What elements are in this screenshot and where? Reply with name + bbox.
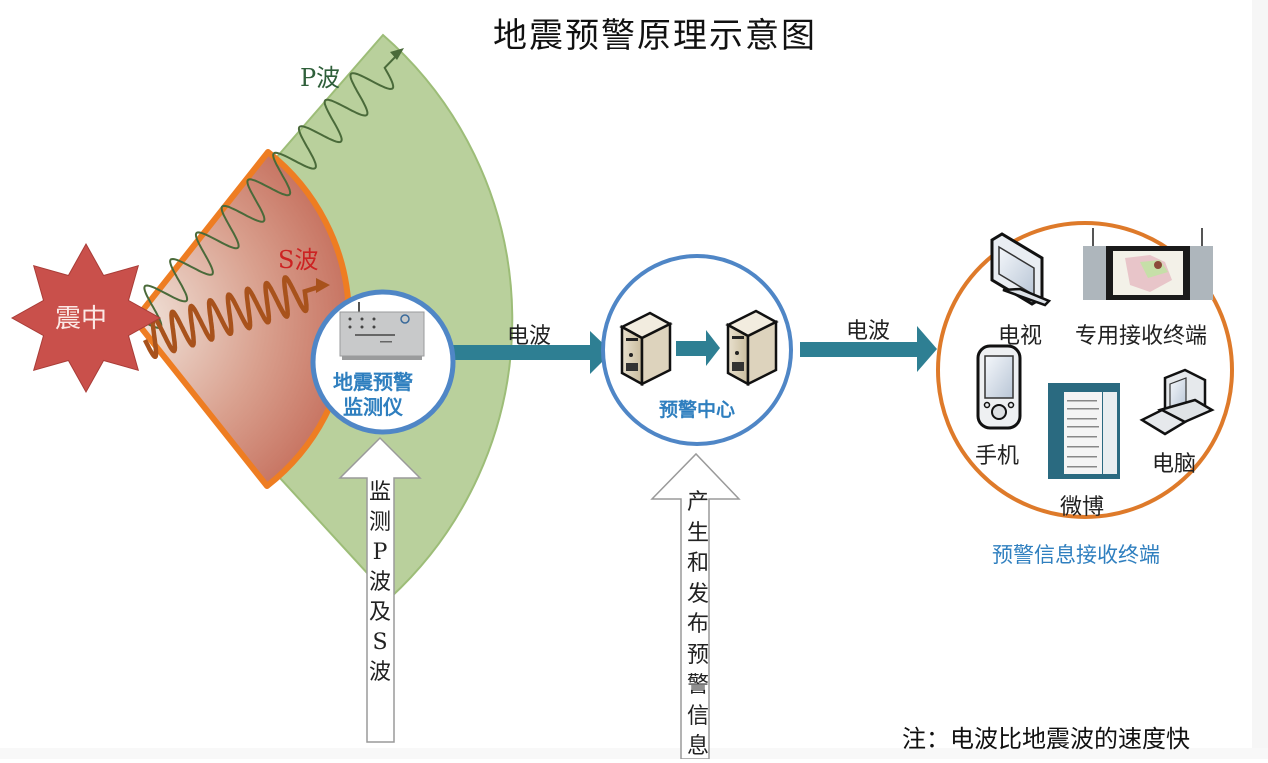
arrow-char: 测 xyxy=(368,510,391,535)
arrow-char: 和 xyxy=(686,551,709,576)
monitor-device-icon xyxy=(339,302,425,360)
epicenter-label: 震中 xyxy=(55,304,108,334)
arrow-char: P xyxy=(372,540,388,565)
bottom-edge-strip xyxy=(0,748,1268,759)
s-wave-arrowhead xyxy=(316,278,330,293)
monitor-label-line1: 地震预警 xyxy=(333,370,413,394)
arrow-char: S xyxy=(372,630,388,655)
p-wave-arrowhead xyxy=(390,48,404,60)
arrow-char: 发 xyxy=(686,581,709,607)
arrow-char: 监 xyxy=(368,480,391,505)
tv-icon xyxy=(990,232,1052,307)
epicenter-star xyxy=(10,242,162,394)
s-wave-label: S波 xyxy=(278,246,319,274)
arrow-char: 警 xyxy=(686,673,709,698)
device-label-terminal: 专用接收终端 xyxy=(1075,324,1208,349)
arrow-char: 预 xyxy=(686,642,709,668)
arrow-char: 波 xyxy=(368,570,391,595)
arrow-char: 息 xyxy=(686,734,709,759)
s-wave-line xyxy=(142,275,323,359)
radio-wave-label-1: 电波 xyxy=(507,324,552,349)
p-wave-label: P波 xyxy=(300,64,341,92)
internal-arrow xyxy=(676,330,720,366)
arrow-char: 产 xyxy=(686,490,709,515)
server-icon-2 xyxy=(725,309,779,387)
right-edge-strip xyxy=(1252,0,1268,759)
p-wave-line xyxy=(139,51,401,329)
center-input-arrow xyxy=(650,452,741,759)
monitor-arrow-text: 监 测 P 波 及 S 波 xyxy=(365,478,395,688)
mobile-phone-icon xyxy=(976,344,1022,430)
warning-center-label: 预警中心 xyxy=(659,399,736,421)
arrow-char: 波 xyxy=(368,660,391,685)
device-label-phone: 手机 xyxy=(975,444,1020,469)
center-arrow-text: 产 生 和 发 布 预 警 信 息 xyxy=(683,488,713,763)
monitor-label-line2: 监测仪 xyxy=(343,395,403,419)
radio-wave-arrow-1 xyxy=(452,331,612,374)
device-label-tv: 电视 xyxy=(998,324,1043,349)
weibo-page-icon xyxy=(1048,383,1120,479)
device-label-weibo: 微博 xyxy=(1060,495,1105,520)
desktop-computer-icon xyxy=(1139,368,1215,436)
dedicated-terminal-icon xyxy=(1083,228,1213,300)
arrow-char: 及 xyxy=(368,600,391,625)
arrow-char: 生 xyxy=(686,520,709,546)
radio-wave-label-2: 电波 xyxy=(846,319,891,344)
arrow-char: 布 xyxy=(686,612,709,637)
page-title: 地震预警原理示意图 xyxy=(493,16,817,56)
radio-wave-arrow-2 xyxy=(800,326,937,372)
arrow-char: 信 xyxy=(686,703,709,729)
monitor-input-arrow xyxy=(338,436,422,743)
server-icon-1 xyxy=(619,311,673,387)
device-label-computer: 电脑 xyxy=(1152,452,1197,477)
receivers-title: 预警信息接收终端 xyxy=(992,543,1160,567)
footnote: 注：电波比地震波的速度快 xyxy=(902,725,1190,753)
